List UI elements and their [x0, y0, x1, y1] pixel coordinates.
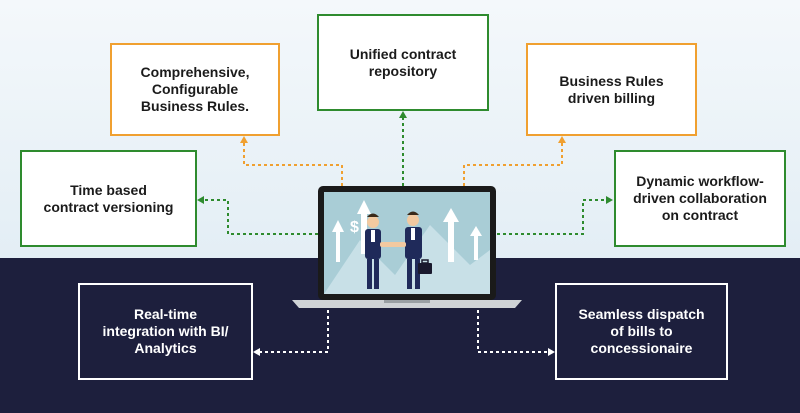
box-workflow-collaboration-label: Dynamic workflow- driven collaboration o… [633, 173, 767, 223]
laptop-icon: $ [292, 186, 522, 308]
box-rules-billing: Business Rules driven billing [526, 43, 697, 136]
box-contract-versioning: Time based contract versioning [20, 150, 197, 247]
connector-workflow [497, 199, 606, 235]
businessman-right-icon [405, 211, 422, 289]
laptop-base [292, 300, 522, 308]
box-bill-dispatch: Seamless dispatch of bills to concession… [555, 283, 728, 380]
arrowhead-rules-billing [558, 136, 566, 143]
arrowhead-versioning [197, 196, 204, 204]
connector-versioning [204, 199, 318, 235]
arrowhead-dispatch [548, 348, 555, 356]
handshake-icon [380, 242, 406, 247]
connector-dispatch [477, 310, 548, 353]
arrowhead-business-rules [240, 136, 248, 143]
dollar-icon: $ [350, 219, 359, 236]
box-rules-billing-label: Business Rules driven billing [559, 72, 664, 106]
connector-business-rules [243, 143, 343, 186]
box-contract-versioning-label: Time based contract versioning [43, 181, 174, 215]
box-bi-analytics: Real-time integration with BI/ Analytics [78, 283, 253, 380]
arrowhead-bi-analytics [253, 348, 260, 356]
box-workflow-collaboration: Dynamic workflow- driven collaboration o… [614, 150, 786, 247]
arrowhead-repository [399, 111, 407, 118]
arrowhead-workflow [606, 196, 613, 204]
businessman-left-icon [365, 213, 381, 289]
connector-bi-analytics [260, 310, 329, 353]
box-business-rules: Comprehensive, Configurable Business Rul… [110, 43, 280, 136]
box-unified-repository-label: Unified contract repository [349, 45, 457, 79]
box-bi-analytics-label: Real-time integration with BI/ Analytics [102, 306, 229, 356]
box-bill-dispatch-label: Seamless dispatch of bills to concession… [578, 306, 705, 356]
briefcase-icon [418, 259, 432, 274]
box-unified-repository: Unified contract repository [317, 14, 489, 111]
connector-rules-billing [463, 143, 563, 186]
box-business-rules-label: Comprehensive, Configurable Business Rul… [140, 64, 250, 114]
arrow-up-icon [332, 200, 482, 262]
